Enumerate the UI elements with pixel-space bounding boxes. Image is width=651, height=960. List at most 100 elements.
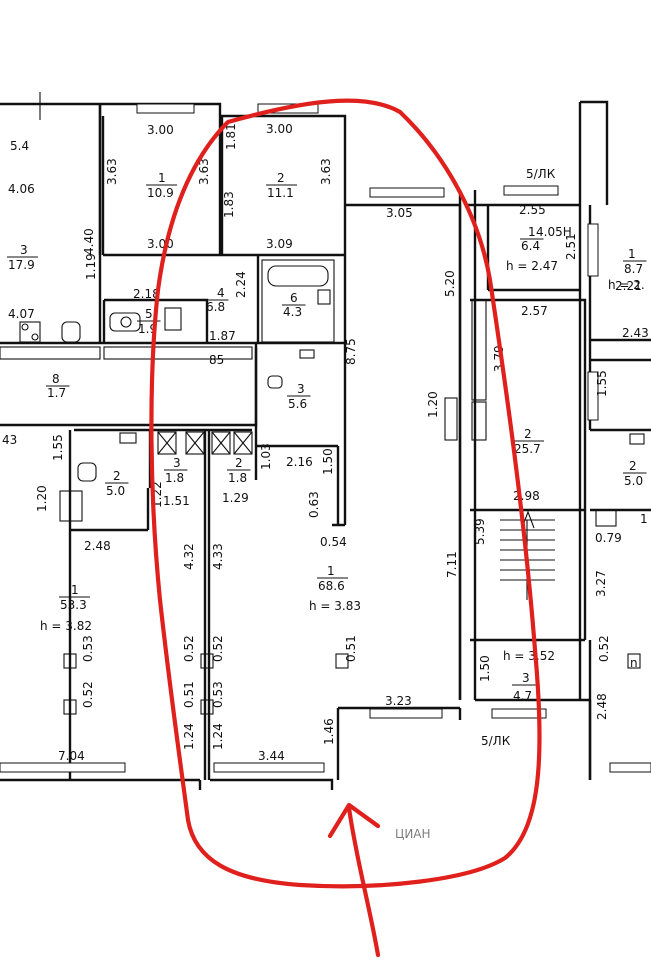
walls bbox=[0, 100, 651, 790]
room-label: 153.3 bbox=[59, 583, 90, 612]
dimension-label: 7.11 bbox=[445, 551, 459, 578]
room-number: 8 bbox=[52, 372, 60, 386]
room-label: 25.0 bbox=[105, 469, 129, 498]
dimension-label: 3.63 bbox=[319, 158, 333, 185]
dimension-label: 1.50 bbox=[478, 655, 492, 682]
dimension-label: 5.4 bbox=[10, 139, 29, 153]
room-label: 211.1 bbox=[266, 171, 297, 200]
room-area: 10.9 bbox=[147, 186, 174, 200]
marker-label: 4.05Н bbox=[536, 225, 572, 239]
room-area: 1.7 bbox=[47, 386, 66, 400]
dimension-label: 4.06 bbox=[8, 182, 35, 196]
room-label: 225.7 bbox=[513, 427, 544, 456]
dimension-label: 3.23 bbox=[385, 694, 412, 708]
room-number: 1 bbox=[528, 225, 536, 239]
dimension-label: 3.05 bbox=[386, 206, 413, 220]
watermark-text: ЦИАН bbox=[395, 827, 431, 841]
room-number: 3 bbox=[297, 382, 305, 396]
room-area: 25.7 bbox=[514, 442, 541, 456]
room-label: 21.8 bbox=[227, 456, 251, 485]
room-number: 6 bbox=[290, 291, 298, 305]
room-area: 53.3 bbox=[60, 598, 87, 612]
dimension-label: 4.32 bbox=[182, 543, 196, 570]
dimension-label: 1.19 bbox=[84, 253, 98, 280]
room-area: 6.8 bbox=[206, 300, 225, 314]
room-area: 4.7 bbox=[513, 689, 532, 703]
room-label: 18.7 bbox=[623, 247, 647, 276]
dimension-label: 0.53 bbox=[81, 635, 95, 662]
ceiling-height: h = 3.83 bbox=[309, 599, 361, 613]
windows bbox=[0, 92, 651, 773]
dimension-label: 1.83 bbox=[222, 191, 236, 218]
room-label: 34.7 bbox=[512, 671, 536, 703]
room-label: 168.6 bbox=[317, 564, 348, 593]
room-label: 110.9 bbox=[146, 171, 177, 200]
ceiling-height: h = 2. bbox=[608, 278, 645, 292]
dimension-label: 2.48 bbox=[84, 539, 111, 553]
dimension-label: 1.51 bbox=[163, 494, 190, 508]
room-number: 1 bbox=[158, 171, 166, 185]
dimension-label: 3.63 bbox=[105, 158, 119, 185]
marker-label: 5/ЛК bbox=[526, 167, 556, 181]
dimension-label: 2.57 bbox=[521, 304, 548, 318]
room-label: 46.8 bbox=[205, 286, 229, 314]
dimension-label: 0.79 bbox=[595, 531, 622, 545]
room-area: 1.8 bbox=[165, 471, 184, 485]
dimension-label: 85 bbox=[209, 353, 224, 367]
ceiling-height: h = 2.47 bbox=[506, 259, 558, 273]
dimension-label: 0.54 bbox=[320, 535, 347, 549]
room-number: 4 bbox=[217, 286, 225, 300]
highlight-loop bbox=[149, 98, 542, 889]
room-area: 6.4 bbox=[521, 239, 540, 253]
dimension-label: 1.03 bbox=[259, 443, 273, 470]
room-number: 5 bbox=[145, 307, 153, 321]
room-area: 5.0 bbox=[624, 474, 643, 488]
room-area: 11.1 bbox=[267, 186, 294, 200]
dimension-label: 2.43 bbox=[622, 326, 649, 340]
dimension-label: 1.55 bbox=[51, 434, 65, 461]
dimension-label: 1.24 bbox=[182, 723, 196, 750]
room-label: 25.0 bbox=[623, 459, 647, 488]
dimension-label: 4.33 bbox=[211, 543, 225, 570]
dimension-label: 1.50 bbox=[321, 448, 335, 475]
dimension-label: 2.48 bbox=[595, 693, 609, 720]
dimension-label: 2.55 bbox=[519, 203, 546, 217]
dimension-label: 0.52 bbox=[81, 681, 95, 708]
dimension-label: 0.52 bbox=[182, 635, 196, 662]
dimension-label: 0.52 bbox=[597, 635, 611, 662]
room-label: 317.9 bbox=[7, 243, 38, 272]
room-label: 81.7 bbox=[46, 372, 70, 400]
dimension-label: 1.87 bbox=[209, 329, 236, 343]
room-area: 8.7 bbox=[624, 262, 643, 276]
dimension-label: 8.75 bbox=[344, 338, 358, 365]
room-number: 2 bbox=[235, 456, 243, 470]
room-label: 16.4 bbox=[520, 225, 544, 253]
fixtures bbox=[0, 259, 645, 715]
dimension-label: 2.21 bbox=[615, 279, 642, 293]
dimension-label: 2.16 bbox=[286, 455, 313, 469]
dimension-label: 2.51 bbox=[564, 233, 578, 260]
dimension-label: 5.20 bbox=[443, 270, 457, 297]
marker-label: 1 bbox=[640, 512, 648, 526]
dimension-label: 0.63 bbox=[307, 491, 321, 518]
room-number: 3 bbox=[522, 671, 530, 685]
dimension-label: 1.20 bbox=[426, 391, 440, 418]
dimension-label: 5.39 bbox=[473, 518, 487, 545]
dimension-label: 3.00 bbox=[266, 122, 293, 136]
room-area: 17.9 bbox=[8, 258, 35, 272]
room-area: 68.6 bbox=[318, 579, 345, 593]
dimension-label: 3.27 bbox=[594, 570, 608, 597]
room-area: 5.0 bbox=[106, 484, 125, 498]
dimension-label: 3.00 bbox=[147, 237, 174, 251]
dimension-label: 1.81 bbox=[224, 123, 238, 150]
dimension-label: 1.24 bbox=[211, 723, 225, 750]
dimension-label: 0.52 bbox=[211, 635, 225, 662]
room-label: 64.3 bbox=[282, 291, 306, 319]
dimension-label: 7.04 bbox=[58, 749, 85, 763]
dimension-label: 3.00 bbox=[147, 123, 174, 137]
room-area: 1.8 bbox=[228, 471, 247, 485]
room-number: 2 bbox=[524, 427, 532, 441]
dimension-label: 2.18 bbox=[133, 287, 160, 301]
